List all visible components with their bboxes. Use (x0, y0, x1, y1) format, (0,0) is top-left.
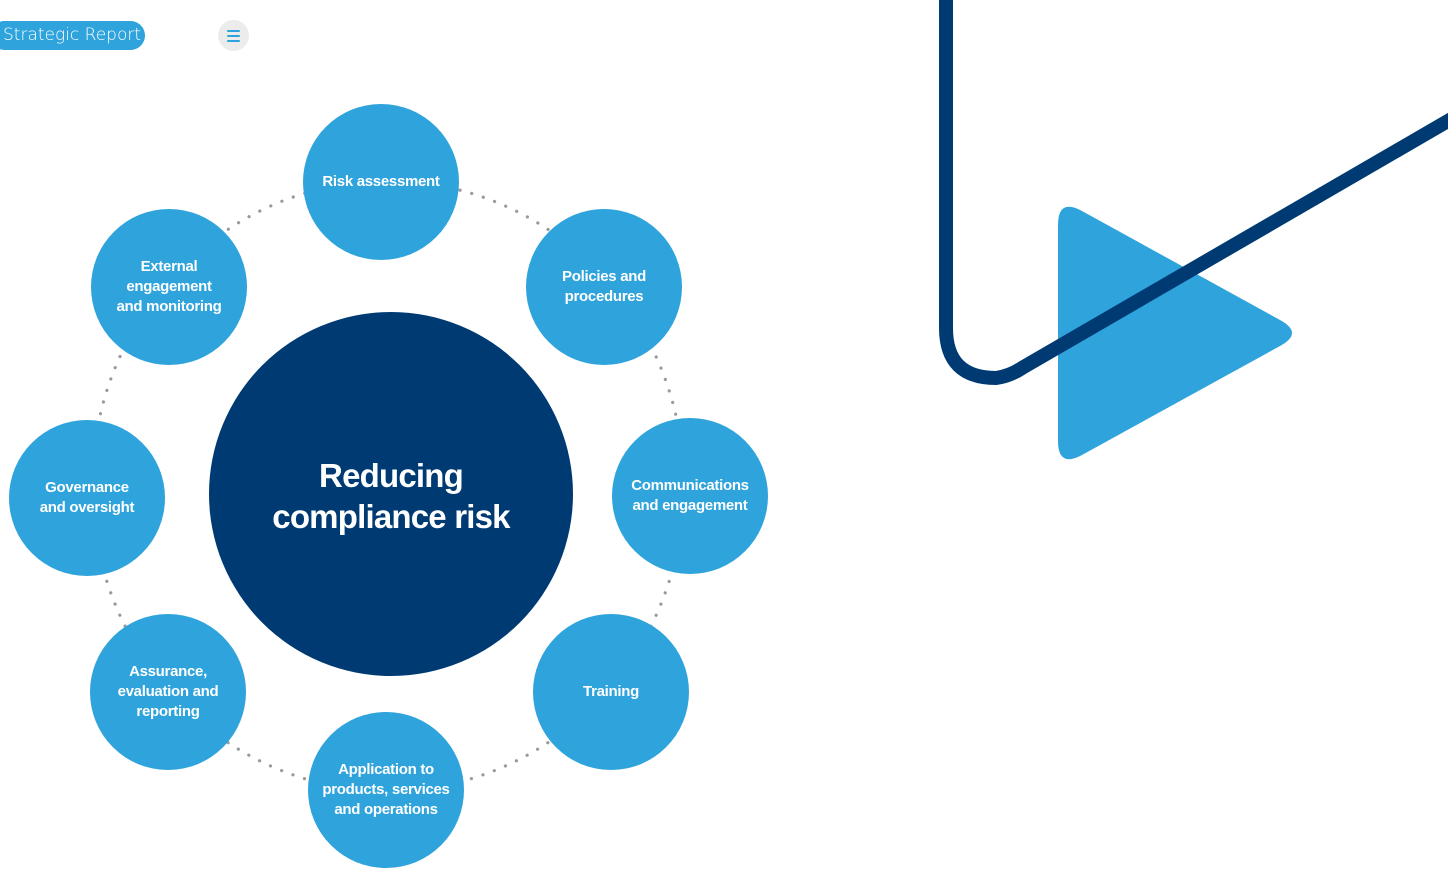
node-label-line: Policies and (562, 268, 646, 285)
node-label-policies-and-procedures: Policies and procedures (534, 267, 674, 307)
node-label-line: Training (583, 683, 639, 700)
node-label-training: Training (541, 682, 681, 702)
node-label-line: products, services (322, 781, 450, 798)
node-label-line: and monitoring (116, 298, 222, 315)
node-label-governance-and-oversight: Governance and oversight (17, 478, 157, 518)
node-label-line: and operations (334, 801, 438, 818)
compliance-cycle-diagram (9, 104, 768, 868)
center-label-line-1: Reducing (319, 457, 464, 494)
dark-line-shape (939, 0, 1448, 386)
node-label-line: engagement (126, 278, 212, 295)
node-label-line: procedures (564, 288, 644, 305)
node-circle-application-to-products (308, 712, 464, 868)
node-label-line: Application to (338, 761, 434, 778)
node-label-external-engagement-monitoring: External engagement and monitoring (99, 257, 239, 317)
node-circle-training (533, 614, 689, 770)
strategic-report-tag[interactable]: Strategic Report (0, 21, 145, 50)
node-circle-external-engagement-monitoring (91, 209, 247, 365)
node-label-line: External (140, 258, 198, 275)
node-label-line: evaluation and (117, 683, 219, 700)
node-label-line: Communications (631, 477, 749, 494)
hamburger-menu-icon[interactable] (218, 20, 249, 51)
node-label-risk-assessment: Risk assessment (311, 172, 451, 192)
node-circle-risk-assessment (303, 104, 459, 260)
play-triangle-shape (1058, 206, 1292, 460)
node-label-application-to-products: Application to products, services and oper… (316, 760, 456, 820)
node-label-line: Governance (45, 479, 129, 496)
node-circle-policies-and-procedures (526, 209, 682, 365)
node-circle-assurance-evaluation-reporting (90, 614, 246, 770)
node-circle-communications-and-engagement (612, 418, 768, 574)
center-label: Reducing compliance risk (231, 455, 551, 537)
node-label-line: Risk assessment (322, 173, 440, 190)
center-circle (209, 312, 573, 676)
node-label-communications-and-engagement: Communications and engagement (620, 476, 760, 516)
node-circle-governance-and-oversight (9, 420, 165, 576)
node-label-line: reporting (136, 703, 200, 720)
node-label-line: Assurance, (129, 663, 207, 680)
node-label-assurance-evaluation-reporting: Assurance, evaluation and reporting (98, 662, 238, 722)
node-label-line: and engagement (632, 497, 748, 514)
center-label-line-2: compliance risk (272, 498, 510, 535)
node-label-line: and oversight (39, 499, 135, 516)
